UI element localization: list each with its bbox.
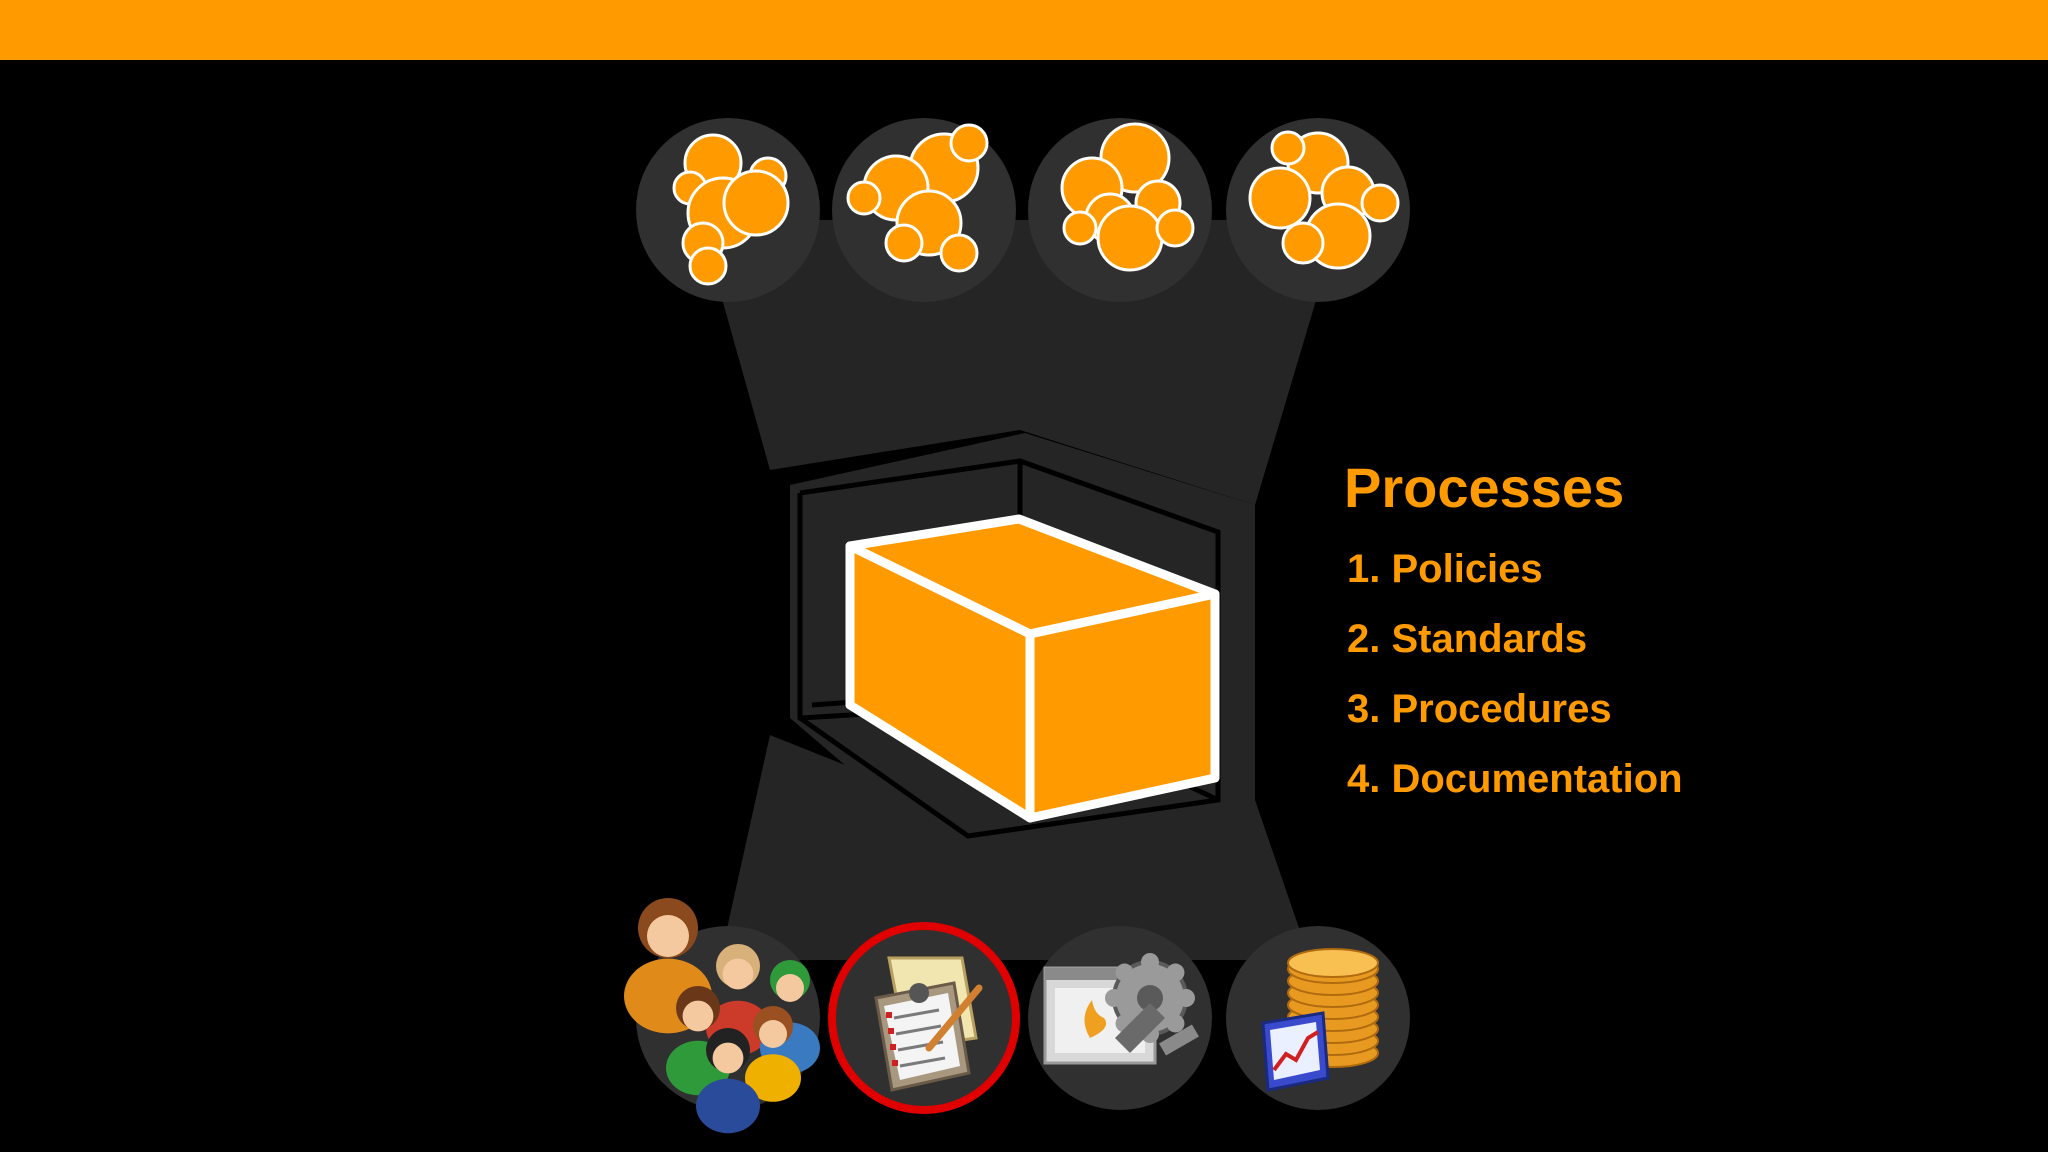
list-item: 3. Procedures bbox=[1347, 687, 1612, 731]
clipboard-folder-icon bbox=[874, 956, 983, 1092]
list-item: 4. Documentation bbox=[1347, 757, 1683, 801]
top-accent-bar bbox=[0, 0, 2048, 60]
upper-funnel bbox=[700, 220, 1340, 505]
orange-box-icon bbox=[845, 514, 1220, 823]
people-group-icon bbox=[624, 898, 820, 1134]
bottom-node-1[interactable] bbox=[624, 898, 820, 1134]
coins-chart-icon bbox=[1261, 948, 1379, 1092]
bubble-cluster-icon bbox=[1226, 118, 1410, 302]
gear-window-icon bbox=[1043, 953, 1199, 1065]
list-item: 1. Policies bbox=[1347, 547, 1543, 591]
processes-title: Processes bbox=[1344, 456, 1625, 519]
processes-panel: Processes 1. Policies 2. Standards 3. Pr… bbox=[1342, 450, 1982, 814]
bottom-node-3[interactable] bbox=[1028, 926, 1212, 1110]
processes-list: 1. Policies 2. Standards 3. Procedures 4… bbox=[1342, 534, 1982, 814]
bubble-cluster-icon bbox=[832, 118, 1016, 302]
bubble-cluster-icon bbox=[1028, 118, 1212, 302]
bottom-node-2[interactable] bbox=[828, 922, 1020, 1114]
list-item: 2. Standards bbox=[1347, 617, 1588, 661]
bubble-cluster-icon bbox=[636, 118, 820, 302]
bottom-node-4[interactable] bbox=[1226, 926, 1410, 1110]
selection-ring bbox=[828, 922, 1020, 1114]
